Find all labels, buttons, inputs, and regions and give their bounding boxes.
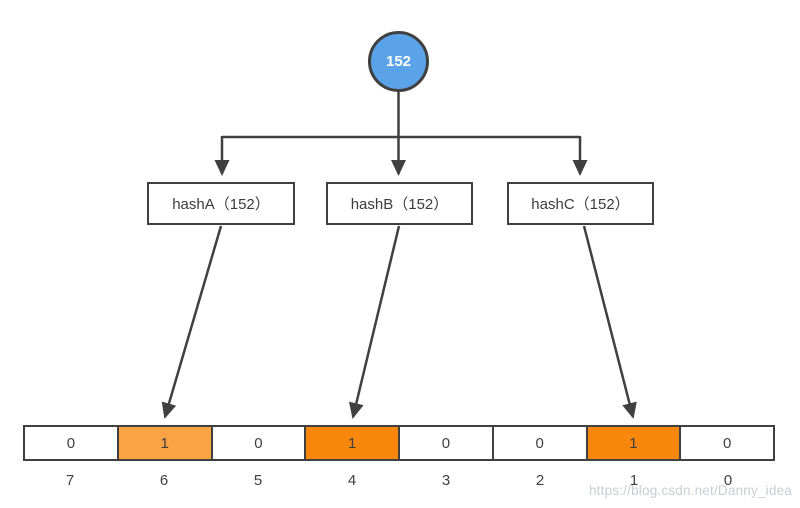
bit-cell-3: 0 xyxy=(398,425,494,461)
input-value-label: 152 xyxy=(385,53,412,70)
bit-cell-7: 0 xyxy=(23,425,119,461)
bit-index-label-2: 2 xyxy=(535,472,545,489)
bit-index-label-6: 6 xyxy=(159,472,169,489)
bit-cell-5: 0 xyxy=(210,425,307,461)
bit-index-label-5: 5 xyxy=(253,472,263,489)
input-value-node[interactable]: 152 xyxy=(368,31,429,92)
bit-index-label-3: 3 xyxy=(441,472,451,489)
bit-cell-4: 1 xyxy=(304,425,400,461)
bit-index-label-0: 0 xyxy=(723,472,733,489)
hash-node-b[interactable]: hashB（152） xyxy=(326,182,473,225)
bit-cell-1: 1 xyxy=(585,425,682,461)
arrow-hashC-to-bit1 xyxy=(582,225,637,419)
bit-cell-2: 0 xyxy=(491,425,588,461)
bit-index-label-4: 4 xyxy=(347,472,357,489)
arrow-hashB-to-bit4 xyxy=(348,225,401,419)
hash-node-c[interactable]: hashC（152） xyxy=(507,182,654,225)
hash-node-a-label: hashA（152） xyxy=(172,196,270,213)
bit-index-row: 7 6 5 4 3 2 1 0 xyxy=(23,470,775,492)
hash-node-c-label: hashC（152） xyxy=(531,196,630,213)
watermark: https://blog.csdn.net/Danny_idea xyxy=(588,483,792,498)
bit-index-label-1: 1 xyxy=(629,472,639,489)
bit-index-label-7: 7 xyxy=(65,472,75,489)
arrow-hashA-to-bit6 xyxy=(161,225,223,419)
hash-node-a[interactable]: hashA（152） xyxy=(147,182,295,225)
bit-cell-0: 0 xyxy=(679,425,775,461)
bit-cell-6: 1 xyxy=(116,425,213,461)
hash-node-b-label: hashB（152） xyxy=(350,196,449,213)
